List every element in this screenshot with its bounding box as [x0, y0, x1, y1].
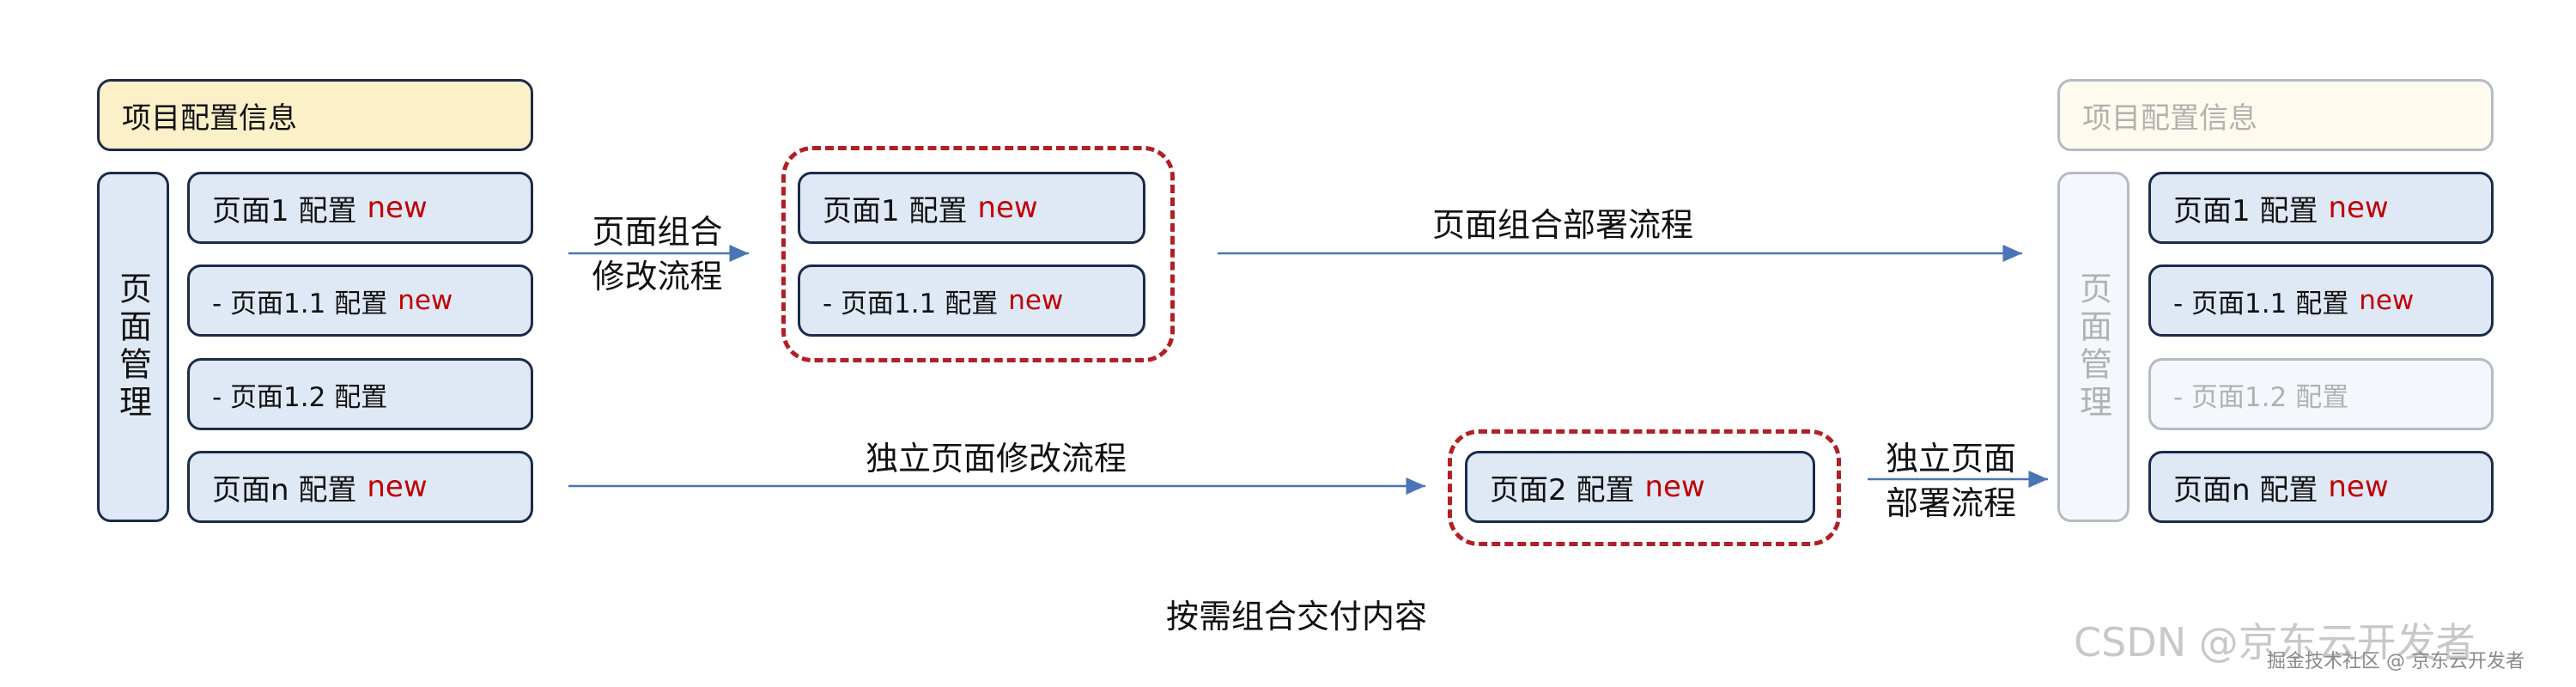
right-page-n-config: 页面n 配置 new — [2148, 451, 2494, 523]
independent-deploy-flow-label: 独立页面 部署流程 — [1865, 436, 2037, 526]
group-edit-flow-label: 页面组合 修改流程 — [574, 210, 741, 299]
left-page-1-config: 页面1 配置 new — [187, 172, 533, 244]
right-page-n-new-badge: new — [2328, 470, 2389, 504]
left-project-config-header: 项目配置信息 — [97, 79, 533, 151]
left-page-management-label: 页面管理 — [113, 271, 152, 423]
independent-deploy-flow-label-line2: 部署流程 — [1885, 484, 2016, 522]
diagram-caption: 按需组合交付内容 — [1165, 598, 1427, 635]
right-page-management-label: 页面管理 — [2074, 271, 2112, 423]
left-page-1-1-new-badge: new — [398, 285, 453, 316]
csdn-watermark: CSDN @京东云开发者 — [2074, 619, 2476, 666]
group-page-1-1-label: - 页面1.1 配置 — [823, 288, 999, 319]
independent-page-2-new-badge: new — [1644, 470, 1705, 504]
group-deploy-flow-label: 页面组合部署流程 — [1431, 206, 1693, 244]
group-page-1-new-badge: new — [977, 191, 1038, 225]
independent-deploy-flow-label-line1: 独立页面 — [1885, 440, 2016, 477]
left-page-1-1-config: - 页面1.1 配置 new — [187, 264, 533, 337]
group-edit-flow-label-line1: 页面组合 — [592, 213, 723, 251]
independent-page-dashed-frame — [1448, 429, 1841, 546]
right-project-config-header: 项目配置信息 — [2057, 79, 2494, 151]
right-page-1-1-new-badge: new — [2359, 285, 2415, 316]
juejin-watermark: 掘金技术社区 @ 京东云开发者 — [2267, 651, 2524, 672]
left-page-n-label: 页面n 配置 — [212, 472, 357, 508]
independent-page-2-label: 页面2 配置 — [1490, 472, 1635, 508]
group-page-1-1-new-badge: new — [1008, 285, 1064, 316]
left-page-1-new-badge: new — [367, 191, 428, 225]
left-page-n-new-badge: new — [367, 470, 428, 504]
group-edit-flow-label-line2: 修改流程 — [592, 258, 723, 295]
left-page-1-label: 页面1 配置 — [212, 193, 357, 228]
right-page-1-1-label: - 页面1.1 配置 — [2173, 288, 2349, 319]
right-page-1-1-config: - 页面1.1 配置 new — [2148, 264, 2494, 337]
left-page-n-config: 页面n 配置 new — [187, 451, 533, 523]
group-page-1-1-config: - 页面1.1 配置 new — [798, 264, 1145, 337]
right-page-1-new-badge: new — [2328, 191, 2389, 225]
right-project-config-header-label: 项目配置信息 — [2082, 100, 2257, 136]
page-group-dashed-frame — [781, 146, 1175, 362]
left-page-management-sidebar: 页面管理 — [97, 172, 169, 522]
right-page-1-label: 页面1 配置 — [2173, 193, 2318, 228]
right-page-management-sidebar: 页面管理 — [2057, 172, 2129, 522]
right-page-1-2-label: - 页面1.2 配置 — [2173, 381, 2349, 413]
right-page-1-config: 页面1 配置 new — [2148, 172, 2494, 244]
independent-edit-flow-label: 独立页面修改流程 — [865, 440, 1127, 477]
group-page-1-label: 页面1 配置 — [823, 193, 968, 228]
left-page-1-1-label: - 页面1.1 配置 — [212, 288, 388, 319]
right-page-n-label: 页面n 配置 — [2173, 472, 2318, 508]
left-project-config-header-label: 项目配置信息 — [122, 100, 297, 136]
left-page-1-2-config: - 页面1.2 配置 — [187, 358, 533, 430]
group-page-1-config: 页面1 配置 new — [798, 172, 1145, 244]
right-page-1-2-config: - 页面1.2 配置 — [2148, 358, 2494, 430]
left-page-1-2-label: - 页面1.2 配置 — [212, 381, 388, 413]
independent-page-2-config: 页面2 配置 new — [1465, 451, 1815, 523]
